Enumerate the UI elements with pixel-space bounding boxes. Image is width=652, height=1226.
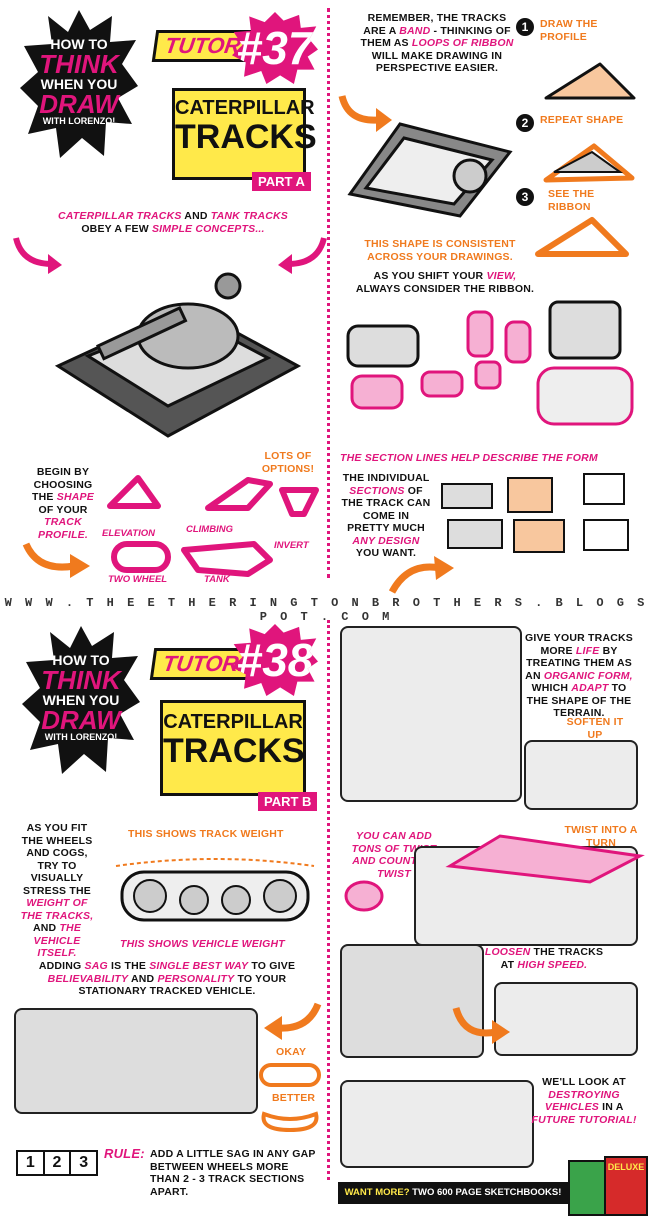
sketchbook-cover-1[interactable] bbox=[568, 1160, 608, 1216]
orange-arrow-icon bbox=[452, 1006, 510, 1044]
shift-text: AS YOU SHIFT YOUR VIEW,ALWAYS CONSIDER T… bbox=[355, 270, 535, 295]
logo-with-lorenzo: WITH LORENZO! bbox=[44, 732, 118, 742]
logo-draw: DRAW bbox=[41, 705, 121, 735]
sketchbook-cover-2[interactable]: DELUXE bbox=[604, 1156, 648, 1216]
track-loop-icon bbox=[347, 122, 513, 218]
title-box: CATERPILLAR TRACKS bbox=[160, 700, 306, 796]
tank-icon bbox=[54, 272, 302, 438]
step-list: 1 DRAW THE PROFILE 2 REPEAT SHAPE 3 SEE … bbox=[516, 18, 642, 258]
track-sections-icon bbox=[441, 473, 629, 553]
twist-ribbon-icon bbox=[445, 834, 645, 884]
remember-text: REMEMBER, THE TRACKS ARE A BAND - THINKI… bbox=[360, 12, 514, 74]
logo-when-you: WHEN YOU bbox=[40, 76, 118, 92]
how-to-think-logo: HOW TO THINK WHEN YOU DRAW WITH LORENZO! bbox=[22, 626, 140, 776]
want-more-label: WANT MORE? bbox=[344, 1187, 410, 1198]
logo-with-lorenzo: WITH LORENZO! bbox=[42, 116, 116, 126]
part-badge: PART A bbox=[252, 172, 311, 191]
consistent-text: THIS SHAPE IS CONSISTENT ACROSS YOUR DRA… bbox=[364, 238, 516, 263]
individual-text: THE INDIVIDUAL SECTIONS OF THE TRACK CAN… bbox=[341, 472, 431, 559]
wheel-track-icon bbox=[115, 858, 315, 922]
orange-arrow-icon bbox=[22, 542, 90, 578]
okay-label: OKAY bbox=[276, 1046, 307, 1058]
vehicle-weight-label: THIS SHOWS VEHICLE WEIGHT bbox=[120, 938, 285, 950]
twist-turn-label: TWIST INTO A TURN bbox=[564, 824, 638, 849]
profile-label-invert: INVERT bbox=[274, 540, 309, 551]
perspective-views-icon bbox=[346, 300, 634, 426]
logo-how-to: HOW TO bbox=[50, 36, 108, 52]
column-divider-top bbox=[327, 8, 330, 578]
logo-think: THINK bbox=[41, 665, 121, 695]
life-text: GIVE YOUR TRACKS MORE LIFE BY TREATING T… bbox=[524, 632, 634, 719]
better-profile-icon bbox=[261, 1111, 319, 1133]
title-line-2: TRACKS bbox=[175, 118, 317, 156]
logo-think: THINK bbox=[39, 49, 119, 79]
profile-label-tank: TANK bbox=[204, 574, 230, 585]
step-number: 1 bbox=[516, 18, 534, 36]
sag-text: ADDING SAG IS THE SINGLE BEST WAY TO GIV… bbox=[38, 960, 296, 997]
track-profiles-icon bbox=[107, 475, 319, 577]
profile-shape-icon bbox=[544, 62, 636, 100]
curved-arrow-icon bbox=[13, 237, 62, 274]
tutorial-number: #37 bbox=[232, 12, 318, 84]
step-label: SEE THE RIBBON bbox=[548, 188, 595, 213]
section-lines-text: THE SECTION LINES HELP DESCRIBE THE FORM bbox=[340, 452, 598, 464]
destroy-text: WE'LL LOOK AT DESTROYING VEHICLES IN A F… bbox=[531, 1076, 637, 1126]
fit-text: AS YOU FIT THE WHEELS AND COGS, TRY TO V… bbox=[20, 822, 94, 959]
rule-label: RULE: bbox=[104, 1146, 145, 1161]
profile-label-elevation: ELEVATION bbox=[102, 528, 155, 539]
rule-numbers: 1 2 3 bbox=[16, 1150, 98, 1176]
burst-icon bbox=[22, 626, 140, 774]
tank-illustration bbox=[38, 246, 308, 446]
orange-arrow-icon bbox=[388, 556, 454, 594]
truck-terrain-illustration bbox=[340, 626, 522, 802]
destroyed-vehicle-illustration bbox=[340, 1080, 534, 1168]
orange-arrow-icon bbox=[338, 95, 392, 132]
tutorial-number: #38 bbox=[232, 624, 318, 696]
logo-when-you: WHEN YOU bbox=[42, 692, 120, 708]
profile-label-climbing: CLIMBING bbox=[186, 524, 233, 535]
curved-arrow-icon bbox=[278, 237, 327, 274]
column-divider-bottom bbox=[327, 620, 330, 1180]
promo-banner[interactable]: WANT MORE? TWO 600 PAGE SKETCHBOOKS! bbox=[338, 1182, 568, 1204]
intro-text: CATERPILLAR TRACKS AND TANK TRACKS OBEY … bbox=[57, 210, 289, 235]
better-label: BETTER bbox=[272, 1092, 316, 1104]
step-number: 2 bbox=[516, 114, 534, 132]
rule-number: 3 bbox=[71, 1152, 97, 1174]
rule-number: 1 bbox=[18, 1152, 43, 1174]
high-speed-vehicle-illustration bbox=[494, 982, 638, 1056]
step-label: REPEAT SHAPE bbox=[540, 114, 624, 126]
burst-icon bbox=[20, 10, 138, 158]
part-badge: PART B bbox=[258, 792, 318, 811]
twist-band-icon bbox=[344, 880, 384, 912]
logo-how-to: HOW TO bbox=[52, 652, 110, 668]
crashing-tank-illustration bbox=[340, 944, 484, 1058]
rule-text: ADD A LITTLE SAG IN ANY GAP BETWEEN WHEE… bbox=[150, 1148, 316, 1198]
title-line-2: TRACKS bbox=[163, 732, 305, 770]
track-weight-label: THIS SHOWS TRACK WEIGHT bbox=[128, 828, 284, 840]
step-number: 3 bbox=[516, 188, 534, 206]
begin-text: BEGIN BY CHOOSING THE SHAPE OF YOUR TRAC… bbox=[32, 466, 94, 541]
step-label: DRAW THE PROFILE bbox=[540, 18, 598, 43]
sketchbooks-label: TWO 600 PAGE SKETCHBOOKS! bbox=[412, 1187, 562, 1198]
title-line-1: CATERPILLAR bbox=[163, 711, 303, 733]
soft-track-illustration bbox=[524, 740, 638, 810]
website-url: W W W . T H E E T H E R I N G T O N B R … bbox=[4, 596, 648, 624]
title-line-1: CATERPILLAR bbox=[175, 97, 315, 119]
okay-profile-icon bbox=[259, 1063, 321, 1087]
profile-label-two-wheel: TWO WHEEL bbox=[108, 574, 168, 585]
ribbon-shape-icon bbox=[535, 217, 629, 257]
orange-arrow-icon bbox=[264, 1002, 322, 1040]
repeat-shape-icon bbox=[543, 143, 635, 183]
track-loop-illustration bbox=[340, 104, 522, 222]
loosen-text: LOOSEN THE TRACKS AT HIGH SPEED. bbox=[484, 946, 604, 971]
sagging-track-illustration bbox=[14, 1008, 258, 1114]
logo-draw: DRAW bbox=[39, 89, 119, 119]
sketchbook-deluxe-label: DELUXE bbox=[607, 1162, 645, 1172]
rule-number: 2 bbox=[44, 1152, 70, 1174]
soften-label: SOFTEN IT UP bbox=[566, 716, 624, 741]
how-to-think-logo: HOW TO THINK WHEN YOU DRAW WITH LORENZO! bbox=[20, 10, 138, 160]
title-box: CATERPILLAR TRACKS bbox=[172, 88, 317, 180]
lots-of-options: LOTS OF OPTIONS! bbox=[261, 450, 315, 475]
